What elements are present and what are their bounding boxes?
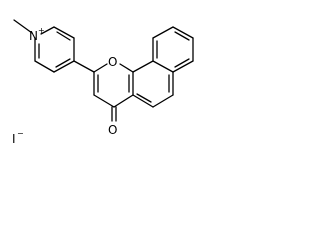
methyl-group: [13, 19, 33, 34]
molecule-drawing: N + O O I −: [12, 19, 194, 146]
iodide-charge-label: −: [17, 129, 24, 138]
atom-labels: N + O O I −: [12, 26, 117, 146]
benzo-ring-outer: [152, 26, 194, 73]
ring-oxygen-label: O: [108, 55, 117, 69]
iodide-label: I: [12, 132, 16, 146]
structure-diagram: N + O O I −: [12, 19, 194, 146]
nitrogen-charge-label: +: [38, 26, 45, 35]
pyridinium-ring: [34, 26, 75, 73]
carbonyl-oxygen-label: O: [108, 123, 117, 137]
benzo-ring-middle: [132, 60, 174, 108]
nitrogen-atom-label: N: [29, 29, 38, 43]
pyranone-ring: [93, 63, 134, 108]
linking-bond: [73, 60, 95, 73]
carbonyl-group: [111, 106, 117, 122]
